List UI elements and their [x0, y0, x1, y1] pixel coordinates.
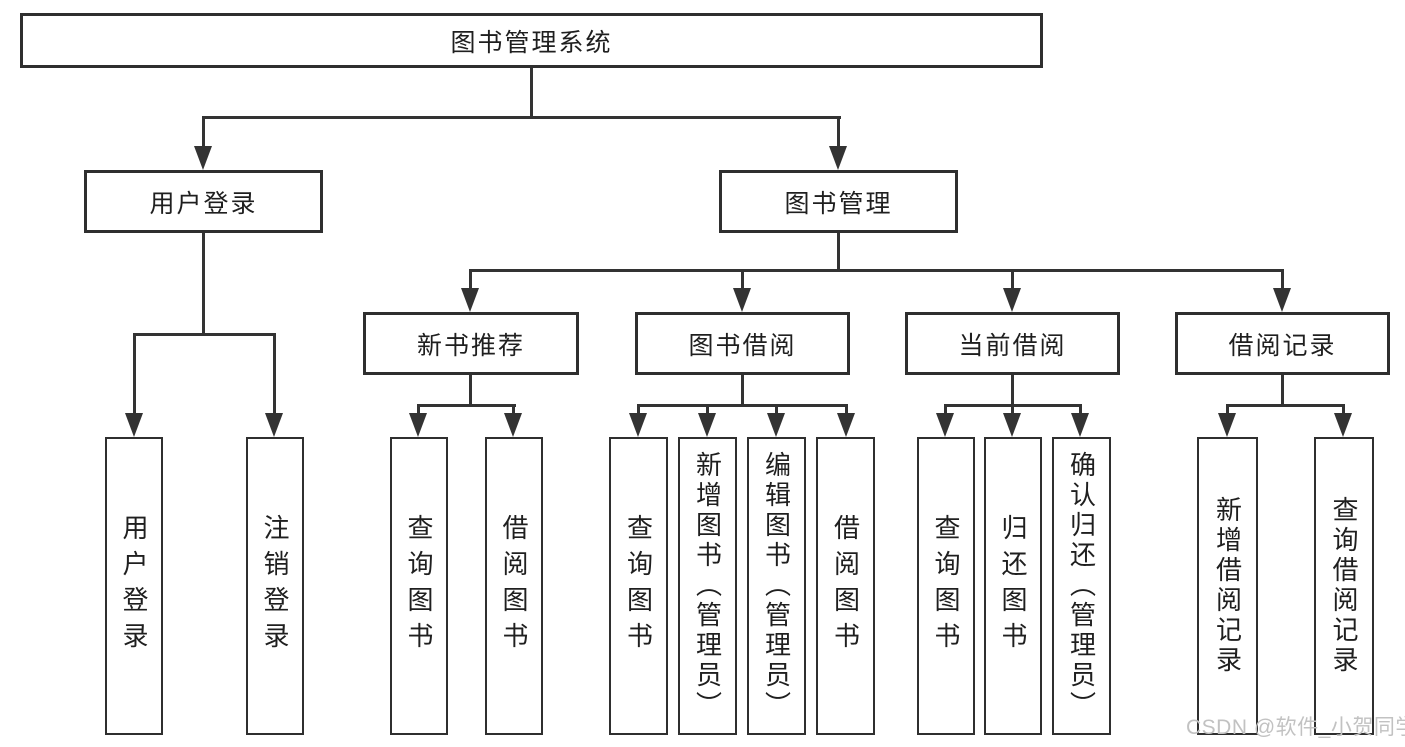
connector-drop: [1079, 404, 1082, 415]
connector-borrowing-records-distributor: [1226, 404, 1345, 407]
connector-drop-user-login: [202, 116, 205, 148]
arrow-down-icon: [829, 146, 847, 170]
connector-current-borrowing-stem: [1011, 375, 1014, 406]
connector-user-login-distributor: [133, 333, 276, 336]
arrow-down-icon: [936, 413, 954, 437]
connector-new-book-distributor: [417, 404, 516, 407]
leaf-add-books-admin: 新增图书（管理员）: [678, 437, 737, 735]
leaf-borrow-books-recommend: 借阅图书: [485, 437, 543, 735]
arrow-down-icon: [698, 413, 716, 437]
arrow-down-icon: [409, 413, 427, 437]
leaf-query-books-recommend: 查询图书: [390, 437, 448, 735]
node-book-borrowing: 图书借阅: [635, 312, 850, 375]
connector-drop-current-borrowing: [1011, 269, 1014, 290]
arrow-down-icon: [733, 288, 751, 312]
arrow-down-icon: [1071, 413, 1089, 437]
leaf-edit-books-admin: 编辑图书（管理员）: [747, 437, 806, 735]
node-label: 查询图书: [931, 514, 961, 658]
connector-drop: [775, 404, 778, 415]
node-label: 借阅图书: [499, 514, 529, 658]
arrow-down-icon: [837, 413, 855, 437]
connector-user-login-stem: [202, 233, 205, 335]
connector-level1-distributor: [202, 116, 841, 119]
arrow-down-icon: [125, 413, 143, 437]
leaf-add-borrowing-record: 新增借阅记录: [1197, 437, 1258, 735]
node-user-login: 用户登录: [84, 170, 323, 233]
node-label: 新书推荐: [416, 331, 525, 360]
node-library-management-system: 图书管理系统: [20, 13, 1043, 68]
leaf-query-books-borrowing: 查询图书: [609, 437, 668, 735]
node-label: 用户登录: [119, 514, 149, 658]
leaf-query-borrowing-record: 查询借阅记录: [1314, 437, 1374, 735]
connector-new-book-stem: [469, 375, 472, 406]
arrow-down-icon: [1003, 413, 1021, 437]
connector-drop: [845, 404, 848, 415]
connector-drop: [1342, 404, 1345, 415]
node-label: 图书管理系统: [450, 28, 613, 57]
arrow-down-icon: [194, 146, 212, 170]
arrow-down-icon: [1218, 413, 1236, 437]
connector-drop-leaf-user-login: [133, 333, 136, 415]
node-label: 注销登录: [260, 514, 290, 658]
node-label: 编辑图书（管理员）: [761, 451, 792, 721]
leaf-logout: 注销登录: [246, 437, 304, 735]
node-label: 借阅图书: [830, 514, 861, 658]
node-label: 借阅记录: [1228, 331, 1337, 360]
leaf-query-books-current: 查询图书: [917, 437, 975, 735]
connector-drop: [944, 404, 947, 415]
connector-book-borrowing-stem: [741, 375, 744, 406]
connector-drop: [637, 404, 640, 415]
connector-drop-new-book: [469, 269, 472, 290]
node-current-borrowing: 当前借阅: [905, 312, 1120, 375]
node-label: 查询借阅记录: [1329, 496, 1359, 676]
node-label: 归还图书: [998, 514, 1028, 658]
connector-drop-book-borrowing: [741, 269, 744, 290]
connector-drop: [512, 404, 515, 415]
leaf-user-login: 用户登录: [105, 437, 163, 735]
connector-drop: [417, 404, 420, 415]
connector-drop: [1226, 404, 1229, 415]
arrow-down-icon: [1003, 288, 1021, 312]
leaf-confirm-return-admin: 确认归还（管理员）: [1052, 437, 1111, 735]
csdn-watermark: CSDN @软件_小贺同学: [1186, 716, 1405, 739]
node-label: 新增借阅记录: [1212, 496, 1243, 676]
connector-drop: [706, 404, 709, 415]
connector-root-stem: [530, 68, 533, 118]
node-label: 查询图书: [404, 514, 434, 658]
arrow-down-icon: [461, 288, 479, 312]
arrow-down-icon: [1334, 413, 1352, 437]
connector-drop-book-management: [837, 116, 840, 148]
node-label: 当前借阅: [958, 331, 1067, 360]
node-label: 查询图书: [623, 514, 654, 658]
arrow-down-icon: [504, 413, 522, 437]
connector-level3-distributor: [469, 269, 1284, 272]
arrow-down-icon: [1273, 288, 1291, 312]
connector-book-borrowing-distributor: [637, 404, 848, 407]
arrow-down-icon: [767, 413, 785, 437]
node-label: 图书管理: [784, 189, 893, 218]
leaf-borrow-books-borrowing: 借阅图书: [816, 437, 875, 735]
node-label: 图书借阅: [688, 331, 797, 360]
node-borrowing-records: 借阅记录: [1175, 312, 1390, 375]
node-label: 新增图书（管理员）: [692, 451, 723, 721]
node-book-management: 图书管理: [719, 170, 958, 233]
connector-drop-leaf-logout: [273, 333, 276, 415]
node-label: 确认归还（管理员）: [1066, 451, 1097, 721]
connector-drop-borrowing-records: [1281, 269, 1284, 290]
connector-drop: [1011, 404, 1014, 415]
connector-book-management-stem: [837, 233, 840, 271]
node-label: 用户登录: [149, 189, 258, 218]
leaf-return-books: 归还图书: [984, 437, 1042, 735]
connector-borrowing-records-stem: [1281, 375, 1284, 406]
arrow-down-icon: [629, 413, 647, 437]
node-new-book-recommendation: 新书推荐: [363, 312, 579, 375]
arrow-down-icon: [265, 413, 283, 437]
